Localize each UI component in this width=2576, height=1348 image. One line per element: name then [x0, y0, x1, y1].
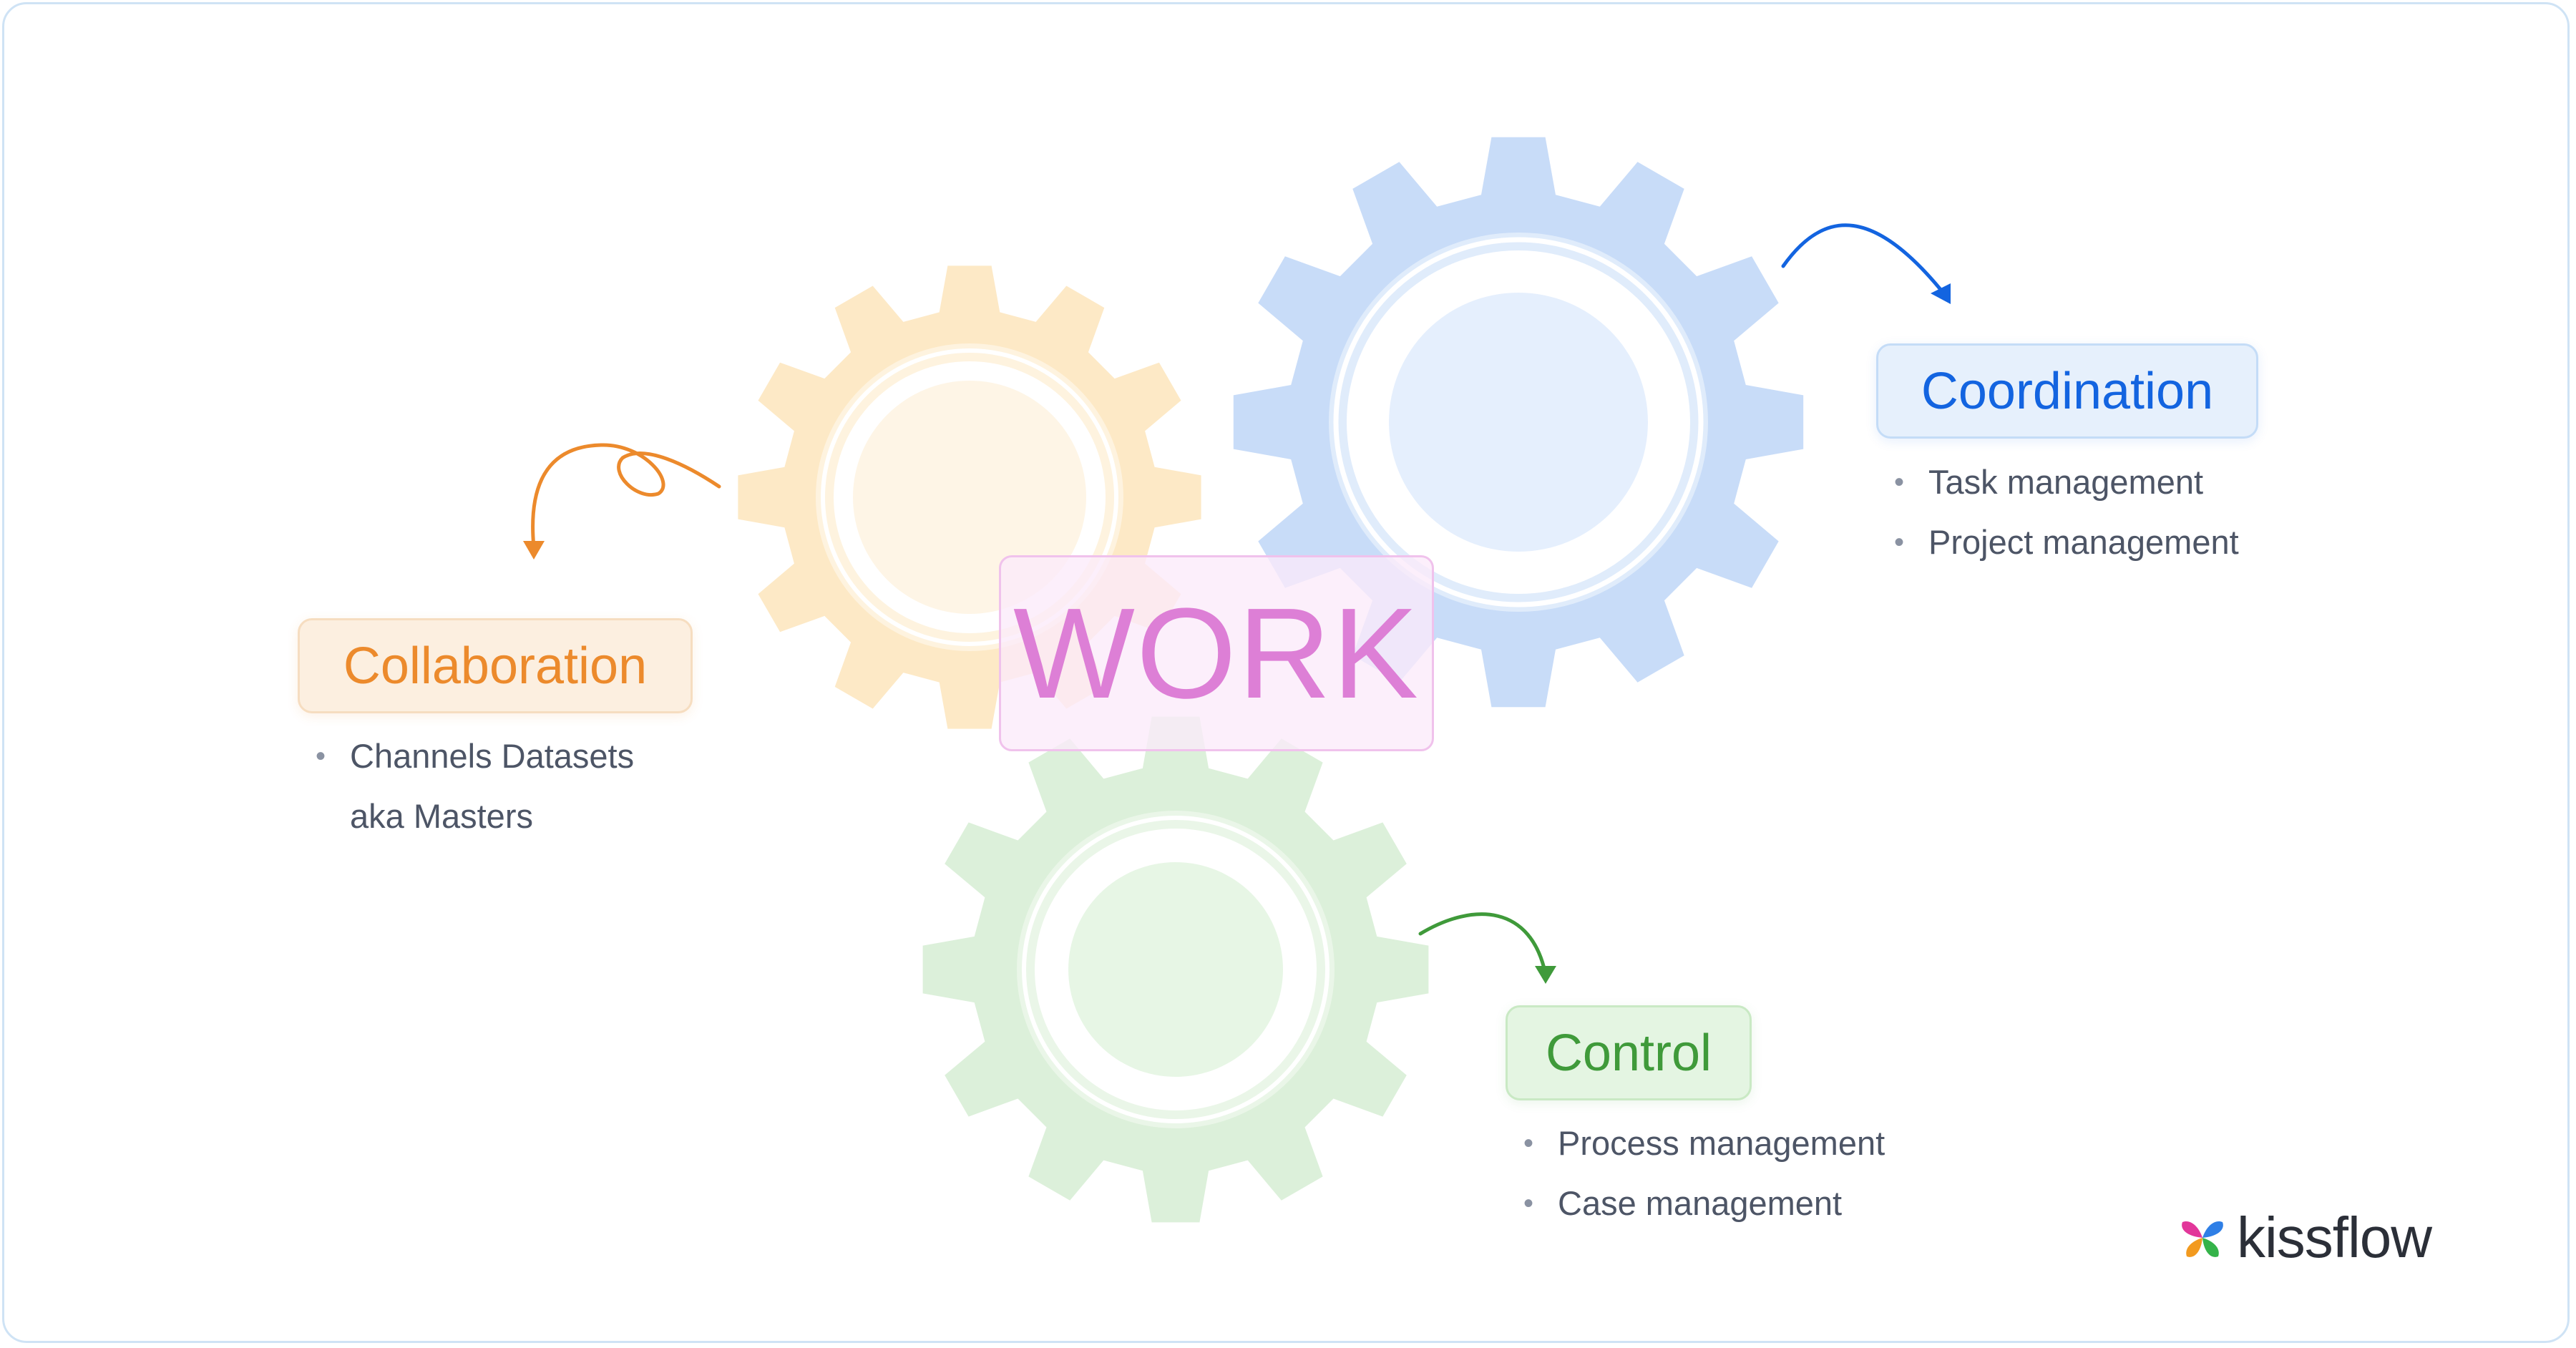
control-tag: Control	[1506, 1005, 1752, 1100]
collaboration-list: Channels Datasets aka Masters	[316, 726, 693, 846]
coordination-arrow-icon	[1781, 223, 1951, 304]
butterfly-logo-icon	[2182, 1221, 2223, 1257]
control-gear-icon	[922, 716, 1429, 1223]
collaboration-tag: Collaboration	[298, 618, 693, 713]
brand-name: kissflow	[2237, 1206, 2432, 1269]
kissflow-logo: kissflow	[2177, 1206, 2432, 1269]
list-item: Case management	[1523, 1173, 1885, 1234]
coordination-tag: Coordination	[1876, 343, 2258, 439]
control-list: Process management Case management	[1523, 1113, 1885, 1234]
list-item: Project management	[1894, 512, 2239, 572]
control-arrow-icon	[1418, 912, 1556, 984]
coordination-list: Task management Project management	[1894, 452, 2239, 572]
list-item: Process management	[1523, 1113, 1885, 1173]
work-center-label: WORK	[999, 555, 1434, 751]
list-item: Channels Datasets aka Masters	[316, 726, 693, 846]
collaboration-arrow-icon	[523, 443, 721, 560]
list-item: Task management	[1894, 452, 2239, 512]
